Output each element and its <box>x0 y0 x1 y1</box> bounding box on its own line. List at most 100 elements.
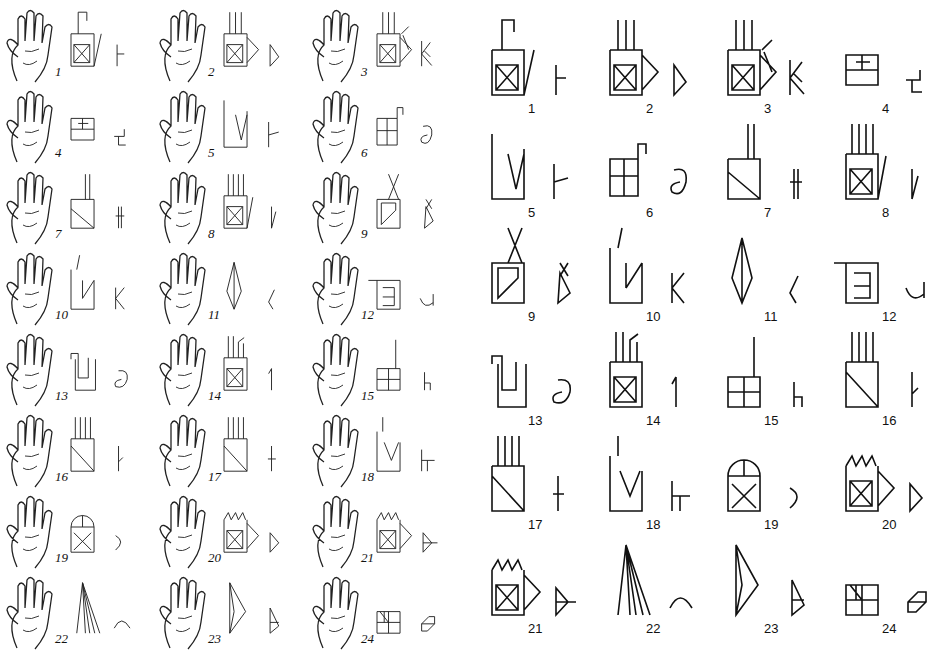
hand-drawing <box>7 335 52 407</box>
glyph <box>728 20 804 95</box>
hand-drawing <box>7 497 52 569</box>
callout-number: 2 <box>208 65 215 78</box>
glyph-small <box>377 612 435 634</box>
hand-drawing <box>313 497 358 569</box>
callout-number: 13 <box>528 414 542 427</box>
callout-number: 11 <box>208 308 220 321</box>
callout-number: 10 <box>646 310 660 323</box>
glyph <box>732 238 798 303</box>
glyph <box>728 460 797 511</box>
glyph <box>834 263 924 303</box>
glyph-small <box>71 417 123 471</box>
hand-drawing <box>313 335 358 407</box>
glyph <box>492 134 568 199</box>
glyph-schematics <box>492 20 926 615</box>
hand-drawing <box>160 92 205 164</box>
callout-number: 17 <box>528 518 542 531</box>
callout-number: 9 <box>361 227 368 240</box>
hand-drawing <box>313 173 358 245</box>
callout-number: 16 <box>882 414 896 427</box>
callout-number: 11 <box>764 310 778 323</box>
glyph <box>492 436 564 511</box>
callout-number: 22 <box>646 622 660 635</box>
glyph-small <box>224 12 279 66</box>
callout-number: 6 <box>646 206 653 219</box>
hand-drawing <box>313 254 358 326</box>
glyph <box>610 332 676 407</box>
callout-number: 23 <box>764 622 778 635</box>
callout-number: 12 <box>361 308 374 321</box>
hand-drawing <box>160 335 205 407</box>
hand-drawing <box>7 173 52 245</box>
callout-number: 21 <box>528 622 542 635</box>
callout-number: 16 <box>55 470 68 483</box>
callout-number: 7 <box>55 227 62 240</box>
callout-number: 1 <box>528 102 535 115</box>
callout-number: 23 <box>208 632 221 645</box>
glyph <box>618 545 692 615</box>
callout-number: 17 <box>208 470 221 483</box>
glyph <box>610 436 690 511</box>
callout-number: 14 <box>646 414 660 427</box>
glyph <box>492 356 570 407</box>
glyph <box>610 228 684 303</box>
glyph <box>492 228 570 303</box>
glyph-small <box>224 100 279 147</box>
glyph-small <box>71 515 121 552</box>
hand-drawings <box>7 11 437 650</box>
callout-number: 5 <box>208 146 215 159</box>
glyph <box>846 124 918 199</box>
callout-number: 15 <box>361 389 374 402</box>
callout-number: 3 <box>764 102 771 115</box>
glyph-small <box>377 108 432 145</box>
callout-number: 21 <box>361 551 374 564</box>
hand-drawing <box>313 92 358 164</box>
glyph-small <box>71 118 126 145</box>
glyph <box>846 585 926 615</box>
hand-drawing <box>7 578 52 650</box>
hand-drawing <box>160 173 205 245</box>
glyph <box>492 20 566 95</box>
hand-drawing <box>160 254 205 326</box>
glyph <box>492 560 576 615</box>
glyph-small <box>224 513 279 553</box>
hand-drawing <box>7 254 52 326</box>
hand-drawing <box>7 416 52 488</box>
callout-number: 9 <box>528 310 535 323</box>
glyph-small <box>71 255 124 309</box>
glyph-small <box>368 280 433 309</box>
callout-number: 7 <box>764 206 771 219</box>
glyph <box>846 332 918 407</box>
glyph-small <box>377 513 437 553</box>
hand-drawing <box>160 497 205 569</box>
callout-number: 8 <box>882 206 889 219</box>
glyph <box>728 124 802 199</box>
callout-number: 19 <box>55 551 68 564</box>
callout-number: 15 <box>764 414 778 427</box>
glyph-small <box>77 583 130 633</box>
callout-number: 14 <box>208 389 221 402</box>
glyph-small <box>224 336 272 390</box>
callout-number: 20 <box>882 518 896 531</box>
callout-number: 8 <box>208 227 215 240</box>
glyph-small <box>377 417 435 471</box>
callout-number: 4 <box>882 102 889 115</box>
callout-number: 18 <box>646 518 660 531</box>
glyph <box>728 337 802 407</box>
callout-number: 13 <box>55 389 68 402</box>
glyph <box>610 144 686 196</box>
glyph <box>846 456 922 511</box>
glyph-small <box>224 174 276 228</box>
glyph-small <box>71 353 127 390</box>
callout-number: 3 <box>361 65 368 78</box>
callout-number: 22 <box>55 632 68 645</box>
hand-drawing <box>313 578 358 650</box>
glyph <box>846 55 922 92</box>
callout-number: 1 <box>55 65 62 78</box>
glyph-small <box>377 12 432 66</box>
glyph-small <box>71 174 124 228</box>
callout-number: 24 <box>882 622 896 635</box>
callout-number: 2 <box>646 102 653 115</box>
